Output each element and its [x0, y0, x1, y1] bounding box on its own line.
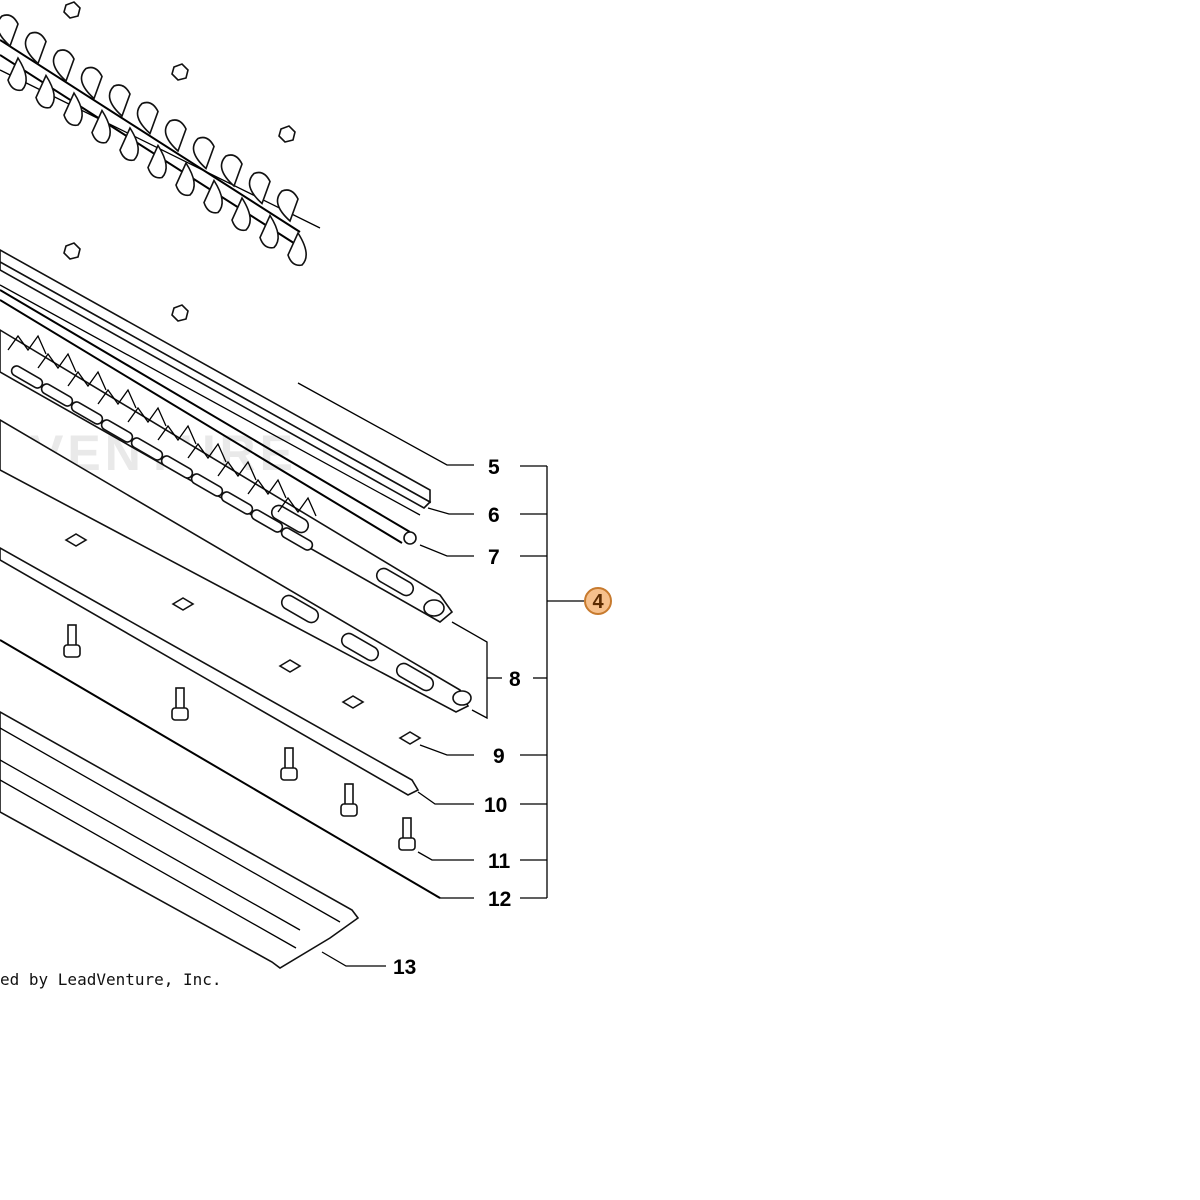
blade-slot [160, 455, 194, 479]
hex-nuts-upper [63, 1, 296, 322]
blade-tooth [37, 352, 77, 373]
callout-labels: 5 6 7 8 9 10 11 12 13 [393, 456, 521, 979]
blade-slot [70, 401, 104, 425]
spacer-strip [0, 289, 417, 545]
blade-tooth [24, 31, 47, 65]
blade-slot [40, 383, 74, 407]
blade-tooth [127, 406, 167, 427]
guide-rail [0, 249, 432, 516]
blade-tooth [277, 496, 317, 517]
copyright-text: ed by LeadVenture, Inc. [0, 970, 222, 989]
blade-slot [250, 509, 284, 533]
blade-slot [100, 419, 134, 443]
blade-tooth [157, 424, 197, 445]
callout-8[interactable]: 8 [509, 668, 521, 691]
blade-tooth [248, 171, 271, 205]
blade-tooth [287, 231, 307, 267]
blade-tooth [35, 73, 55, 109]
blade-tooth [52, 49, 75, 83]
blade-tooth [175, 161, 195, 197]
blade-tooth [91, 108, 111, 144]
blade-guard [0, 711, 360, 969]
blade-slot [220, 491, 254, 515]
blade-tooth [192, 136, 215, 170]
blade-tooth [7, 56, 27, 92]
callout-11[interactable]: 11 [488, 850, 511, 873]
callout-5[interactable]: 5 [488, 456, 500, 479]
blade-slot [130, 437, 164, 461]
square-nuts [64, 533, 422, 745]
assembly-callout-4[interactable]: 4 [584, 587, 612, 615]
blade-tooth [0, 14, 19, 48]
blade-tooth [217, 460, 257, 481]
blade-tooth [63, 91, 83, 127]
blade-tooth [247, 478, 287, 499]
blade-tooth [67, 370, 107, 391]
blade-tooth [119, 126, 139, 162]
blade-tooth [231, 196, 251, 232]
callout-6[interactable]: 6 [488, 504, 500, 527]
blade-tooth [136, 101, 159, 135]
blade-slot [190, 473, 224, 497]
slotted-strip [0, 547, 420, 796]
blade-tooth [187, 442, 227, 463]
blade-tooth [164, 119, 187, 153]
blade-tooth [259, 213, 279, 249]
cap-screws [63, 624, 416, 851]
callout-9[interactable]: 9 [493, 745, 505, 768]
blade-slot [10, 365, 44, 389]
blade-tooth [7, 334, 47, 355]
cutter-blade-assembly [0, 329, 472, 713]
blade-tooth [97, 388, 137, 409]
blade-tooth [80, 66, 103, 100]
callout-12[interactable]: 12 [488, 888, 511, 911]
blade-tooth [203, 178, 223, 214]
assembly-callout-number: 4 [592, 591, 604, 613]
upper-cutter-blade [0, 14, 321, 267]
bar-edge-line [0, 639, 441, 899]
blade-slot [280, 527, 314, 551]
callout-10[interactable]: 10 [484, 794, 507, 817]
blade-tooth [108, 84, 131, 118]
blade-tooth [276, 189, 299, 223]
blade-tooth [220, 154, 243, 188]
callout-7[interactable]: 7 [488, 546, 500, 569]
callout-13[interactable]: 13 [393, 956, 416, 979]
leader-lines [297, 382, 584, 967]
blade-tooth [147, 143, 167, 179]
